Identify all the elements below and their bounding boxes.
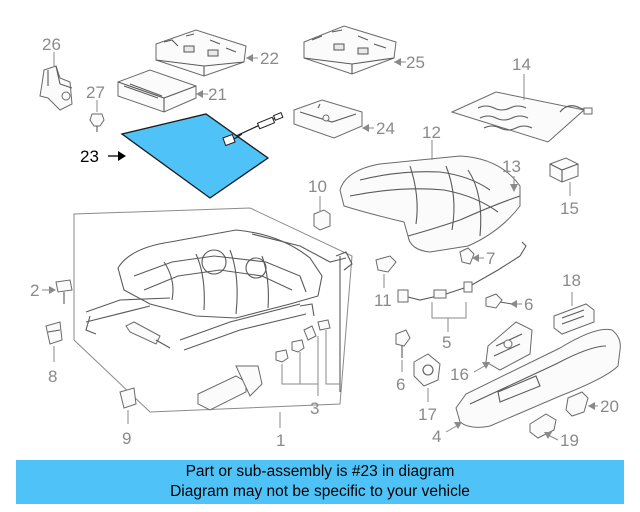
part-6-bolt-a xyxy=(485,293,513,309)
callout-23: 23 xyxy=(80,147,99,166)
callout-6b: 6 xyxy=(396,375,405,394)
callout-1: 1 xyxy=(276,431,285,450)
part-8-clip xyxy=(45,321,63,345)
callout-18: 18 xyxy=(562,271,581,290)
callout-27: 27 xyxy=(86,83,105,102)
callout-14: 14 xyxy=(512,55,531,74)
callout-22: 22 xyxy=(260,49,279,68)
part-14-heater-mat xyxy=(450,91,593,143)
part-25-control-unit xyxy=(303,25,397,75)
callout-25: 25 xyxy=(406,53,425,72)
callout-12: 12 xyxy=(422,123,441,142)
part-9-clip xyxy=(119,387,137,409)
callout-21: 21 xyxy=(208,85,227,104)
callout-16: 16 xyxy=(450,365,469,384)
part-27-screw xyxy=(89,113,105,132)
callout-19: 19 xyxy=(560,431,579,450)
part-23-highlight xyxy=(120,113,270,199)
part-5-harness xyxy=(397,241,527,303)
part-7-clip xyxy=(459,247,475,265)
callout-20: 20 xyxy=(600,397,619,416)
part-15-connector xyxy=(549,157,579,183)
part-19-knob xyxy=(529,413,557,439)
callout-2: 2 xyxy=(30,281,39,300)
callout-8: 8 xyxy=(48,367,57,386)
part-frame-tube xyxy=(125,321,171,349)
callout-11: 11 xyxy=(374,291,392,310)
footer-line-1: Part or sub-assembly is #23 in diagram xyxy=(185,463,455,480)
footer-banner: Part or sub-assembly is #23 in diagram D… xyxy=(16,460,624,504)
part-24-bracket xyxy=(293,99,363,139)
callout-5: 5 xyxy=(442,333,451,352)
callout-17: 17 xyxy=(418,405,437,424)
footer-line-2: Diagram may not be specific to your vehi… xyxy=(170,483,470,500)
part-21-module xyxy=(117,69,197,113)
part-17-switch xyxy=(413,353,441,387)
callout-24: 24 xyxy=(376,119,395,138)
part-10-clip xyxy=(313,209,331,231)
callout-6a: 6 xyxy=(524,295,533,314)
part-3-fasteners xyxy=(197,319,331,411)
part-23-seat-heater xyxy=(120,111,284,199)
callout-7: 7 xyxy=(486,249,495,268)
part-2-bolt xyxy=(55,279,73,304)
leader-5 xyxy=(431,302,467,332)
callout-10: 10 xyxy=(308,177,327,196)
part-12-cushion xyxy=(339,155,521,253)
callout-3: 3 xyxy=(310,399,319,418)
callout-9: 9 xyxy=(122,429,131,448)
part-6-bolt-b xyxy=(395,329,411,358)
callout-13: 13 xyxy=(502,157,521,176)
callout-26: 26 xyxy=(42,35,61,54)
part-22-control-unit xyxy=(155,29,247,77)
part-18-switch-panel xyxy=(553,303,595,335)
leader-3 xyxy=(281,330,340,396)
callout-4: 4 xyxy=(432,427,441,446)
part-1-seat-frame xyxy=(73,207,353,413)
callout-15: 15 xyxy=(560,199,579,218)
part-26-bracket xyxy=(39,65,73,111)
part-4-side-trim xyxy=(455,328,621,428)
part-11-clip xyxy=(375,255,397,273)
part-16-motor xyxy=(485,321,533,371)
part-20-knob xyxy=(565,391,589,417)
